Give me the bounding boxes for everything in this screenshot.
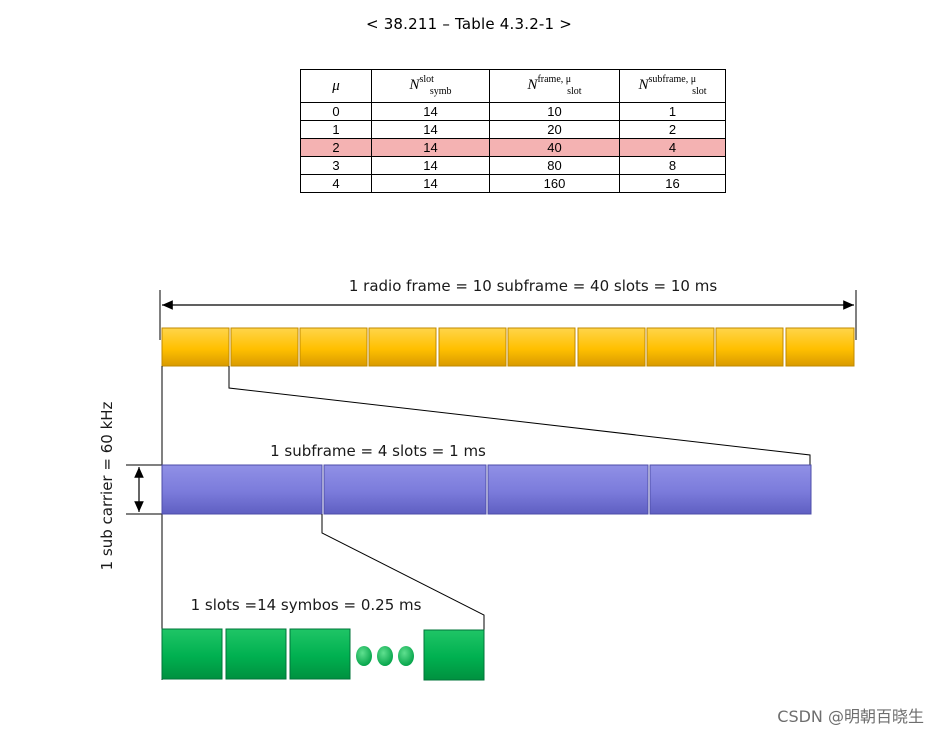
table-row: 0 14 10 1 (300, 102, 726, 121)
cell-symbols: 14 (371, 174, 490, 193)
symbol-block (423, 629, 485, 681)
header-slots-per-subframe: Nsubframe, μslot (619, 69, 726, 103)
subframe-block (438, 327, 507, 367)
subframe-block (161, 327, 230, 367)
cell-symbols: 14 (371, 138, 490, 157)
cell-symbols: 14 (371, 120, 490, 139)
ellipsis-dot (398, 646, 414, 666)
subframe-block (299, 327, 368, 367)
slot-block (161, 464, 323, 515)
subframe-block (577, 327, 646, 367)
header-symbols-per-slot: Nslotsymb (371, 69, 490, 103)
subframe-block (785, 327, 855, 367)
ellipsis-dot (356, 646, 372, 666)
slot-block (487, 464, 649, 515)
symbol-block (225, 628, 287, 680)
subframe-bar (161, 464, 812, 515)
subframe-label: 1 subframe = 4 slots = 1 ms (270, 442, 486, 460)
table-row: 1 14 20 2 (300, 120, 726, 139)
slot-block (649, 464, 812, 515)
frame-label: 1 radio frame = 10 subframe = 40 slots =… (349, 277, 717, 295)
symbol-block (289, 628, 351, 680)
cell-frame-slots: 160 (489, 174, 620, 193)
table-caption: < 38.211 – Table 4.3.2-1 > (365, 15, 573, 33)
cell-mu: 2 (300, 138, 372, 157)
subframe-block (507, 327, 576, 367)
zoom-line-right (228, 366, 811, 465)
slot-symbols (161, 628, 485, 681)
slot-block (323, 464, 487, 515)
header-mu: μ (300, 69, 372, 103)
subframe-block (230, 327, 299, 367)
subcarrier-label: 1 sub carrier = 60 kHz (98, 401, 116, 570)
cell-subframe-slots: 16 (619, 174, 726, 193)
slot-zoom-line (321, 514, 485, 630)
slot-label: 1 slots =14 symbos = 0.25 ms (191, 596, 422, 614)
watermark: CSDN @明朝百晓生 (777, 707, 924, 726)
table-row: 4 14 160 16 (300, 174, 726, 193)
numerology-table: μ Nslotsymb Nframe, μslot Nsubframe, μsl… (300, 69, 726, 193)
ellipsis-dot (377, 646, 393, 666)
table-row: 3 14 80 8 (300, 156, 726, 175)
subframe-block (715, 327, 784, 367)
subframe-block (368, 327, 437, 367)
subframe-block (646, 327, 715, 367)
symbol-block (161, 628, 223, 680)
radio-frame-bar (161, 327, 855, 367)
